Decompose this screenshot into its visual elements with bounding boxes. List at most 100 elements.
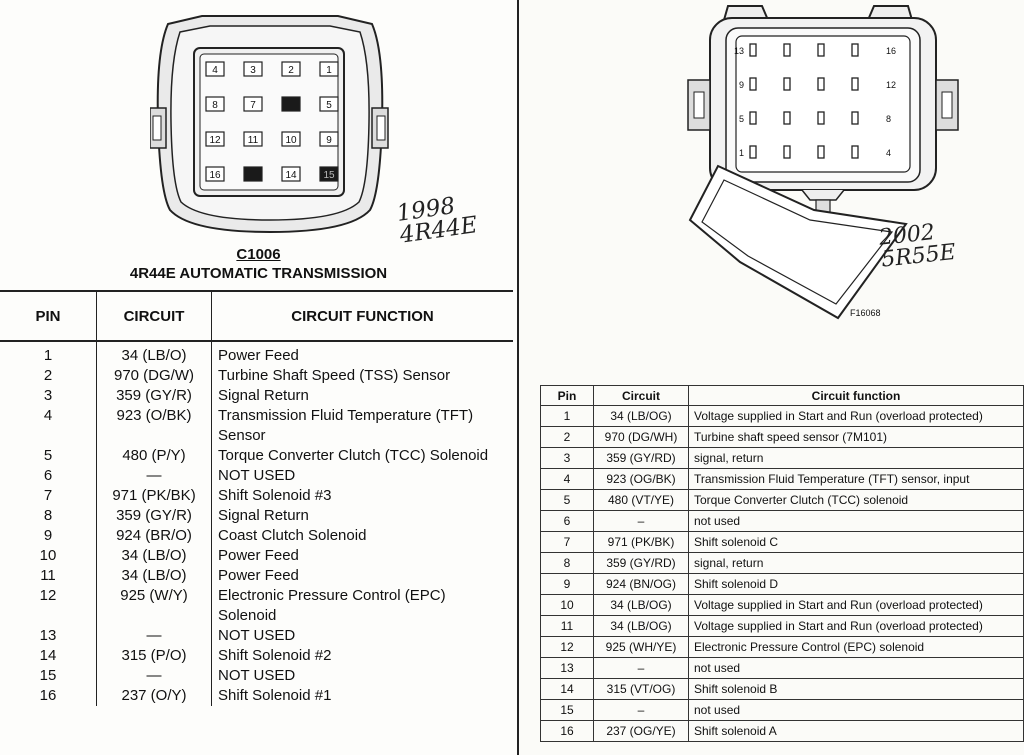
- function-cell: Transmission Fluid Temperature (TFT) sen…: [688, 468, 1024, 490]
- connector-pin: 10: [281, 131, 301, 147]
- function-cell: Power Feed: [212, 546, 514, 566]
- header-circuit-function: Circuit function: [688, 385, 1024, 406]
- pin-cell: 2: [540, 426, 594, 448]
- header-circuit: CIRCUIT: [96, 290, 212, 342]
- pin-table-5r55e: Pin Circuit Circuit function 1 34 (LB/OG)…: [540, 385, 1024, 742]
- function-cell: NOT USED: [212, 626, 514, 646]
- connector-pin: [783, 77, 791, 91]
- function-cell: NOT USED: [212, 666, 514, 686]
- table-row: 6–not used: [540, 510, 1024, 532]
- function-line: Shift Solenoid #2: [218, 647, 332, 664]
- connector-subtitle: 4R44E AUTOMATIC TRANSMISSION: [129, 265, 388, 282]
- table-header-row: PIN CIRCUIT CIRCUIT FUNCTION: [0, 290, 513, 342]
- function-line: Turbine Shaft Speed (TSS) Sensor: [218, 367, 451, 384]
- pin-cell: 12: [0, 586, 97, 626]
- circuit-cell: 480 (P/Y): [96, 446, 212, 466]
- function-line: NOT USED: [218, 467, 296, 484]
- connector-pin: [783, 145, 791, 159]
- function-line: Sensor: [218, 427, 266, 444]
- function-cell: Torque Converter Clutch (TCC) Solenoid: [212, 446, 514, 466]
- function-cell: Coast Clutch Solenoid: [212, 526, 514, 546]
- pin-cell: 13: [540, 657, 594, 679]
- function-cell: Voltage supplied in Start and Run (overl…: [688, 615, 1024, 637]
- pin-row-label: 4: [886, 148, 891, 158]
- figure-id: F16068: [850, 308, 881, 318]
- pin-row-label: 1: [739, 148, 744, 158]
- pin-cell: 8: [540, 552, 594, 574]
- function-cell: Turbine Shaft Speed (TSS) Sensor: [212, 366, 514, 386]
- pin-cell: 15: [0, 666, 97, 686]
- table-header-row: Pin Circuit Circuit function: [540, 385, 1024, 406]
- pin-number-label: 7: [250, 100, 256, 111]
- function-line: Power Feed: [218, 567, 299, 584]
- connector-pin: [783, 43, 791, 57]
- function-cell: Electronic Pressure Control (EPC) soleno…: [688, 636, 1024, 658]
- pin-cell: 4: [0, 406, 97, 446]
- pin-number-label: 14: [285, 170, 297, 181]
- circuit-cell: 971 (PK/BK): [593, 531, 689, 553]
- table-row: 6—NOT USED: [0, 466, 513, 486]
- connector-pin: 1: [319, 61, 339, 77]
- circuit-cell: 924 (BN/OG): [593, 573, 689, 595]
- connector-pin: 12: [205, 131, 225, 147]
- circuit-cell: –: [593, 657, 689, 679]
- function-line: Shift Solenoid #1: [218, 687, 332, 704]
- circuit-cell: 925 (W/Y): [96, 586, 212, 626]
- pin-cell: 3: [0, 386, 97, 406]
- pin-row-label: 16: [886, 46, 896, 56]
- pin-cell: 1: [540, 405, 594, 427]
- function-cell: Signal Return: [212, 386, 514, 406]
- pin-number-label: 16: [209, 170, 221, 181]
- pin-cell: 14: [540, 678, 594, 700]
- table-row: 15–not used: [540, 699, 1024, 721]
- connector-pin: [817, 43, 825, 57]
- pin-cell: 9: [540, 573, 594, 595]
- pin-cell: 6: [540, 510, 594, 532]
- connector-pin: [851, 145, 859, 159]
- pin-cell: 10: [0, 546, 97, 566]
- function-line: Transmission Fluid Temperature (TFT): [218, 407, 474, 424]
- function-cell: Torque Converter Clutch (TCC) solenoid: [688, 489, 1024, 511]
- pin-number-label: 9: [326, 135, 332, 146]
- circuit-cell: –: [593, 699, 689, 721]
- pin-number-label: 1: [326, 65, 332, 76]
- circuit-cell: 315 (P/O): [96, 646, 212, 666]
- circuit-cell: 923 (O/BK): [96, 406, 212, 446]
- function-line: NOT USED: [218, 627, 296, 644]
- connector-pin: [749, 43, 757, 57]
- circuit-cell: 34 (LB/OG): [593, 594, 689, 616]
- pin-number-label: 8: [212, 100, 218, 111]
- function-cell: Turbine shaft speed sensor (7M101): [688, 426, 1024, 448]
- table-row: 15—NOT USED: [0, 666, 513, 686]
- pin-cell: 12: [540, 636, 594, 658]
- circuit-cell: 359 (GY/R): [96, 506, 212, 526]
- circuit-cell: 923 (OG/BK): [593, 468, 689, 490]
- table-row: 13—NOT USED: [0, 626, 513, 646]
- connector-pin: 16: [205, 166, 225, 182]
- pin-number-label: 2: [288, 65, 294, 76]
- connector-pin: 15: [319, 166, 339, 182]
- circuit-cell: 237 (OG/YE): [593, 720, 689, 742]
- pin-row-label: 5: [739, 114, 744, 124]
- pin-cell: 14: [0, 646, 97, 666]
- connector-pin: [851, 43, 859, 57]
- connector-pin: [243, 166, 263, 182]
- pin-cell: 9: [0, 526, 97, 546]
- circuit-cell: 34 (LB/O): [96, 546, 212, 566]
- pin-number-label: 11: [248, 135, 259, 146]
- function-cell: Signal Return: [212, 506, 514, 526]
- function-cell: Shift solenoid D: [688, 573, 1024, 595]
- header-circuit: Circuit: [593, 385, 689, 406]
- header-pin: Pin: [540, 385, 594, 406]
